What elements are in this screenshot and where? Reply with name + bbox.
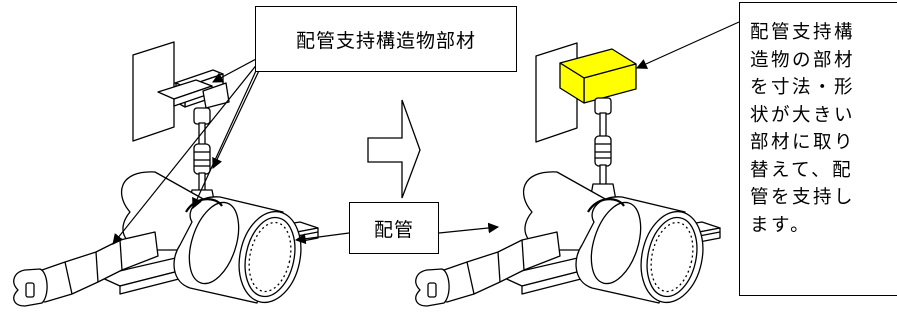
explanation-line: を寸法・形: [750, 77, 856, 98]
explanation-box: 配管支持構 造物の部材 を寸法・形 状が大きい 部材に取り 替えて、配 管を支持…: [739, 2, 897, 296]
hanger-rod-right: [588, 97, 618, 207]
leader-pipe-right: [438, 222, 500, 234]
replacement-member: [559, 48, 637, 104]
explanation-line: ます。: [750, 214, 812, 236]
explanation-line: 状が大きい: [750, 104, 856, 126]
leader-lines: [112, 21, 740, 245]
leader-pipe-left: [294, 232, 350, 245]
after-assembly: [415, 42, 721, 307]
leader-explanation-to-member: [636, 21, 740, 69]
pipe-main-left: [173, 196, 302, 304]
wall-plate-left: [132, 41, 175, 142]
branch-pipe-left: [13, 231, 159, 307]
member-label-box: 配管支持構造物部材: [255, 6, 517, 72]
explanation-line: 造物の部材: [750, 49, 856, 71]
pipe-label-box: 配管: [349, 202, 439, 254]
pipe-main-right: [575, 196, 704, 304]
leader-member-to-clamp: [212, 59, 265, 169]
explanation-line: 配管支持構: [750, 22, 856, 43]
pipe-clamp-right: [587, 198, 625, 213]
explanation-line: 管を支持し: [750, 187, 856, 208]
transition-arrow-icon: [367, 99, 421, 199]
pipe-label: 配管: [373, 218, 414, 241]
leader-member-to-bracket: [212, 57, 259, 83]
leader-member-to-rod: [192, 61, 261, 209]
pipe-clamp-left: [185, 198, 223, 213]
explanation-line: 部材に取り: [750, 132, 856, 153]
leader-member-to-plate: [112, 57, 263, 245]
branch-pipe-right: [415, 231, 561, 307]
explanation-line: 替えて、配: [750, 159, 854, 181]
before-assembly: [13, 41, 319, 307]
member-label: 配管支持構造物部材: [295, 29, 476, 52]
